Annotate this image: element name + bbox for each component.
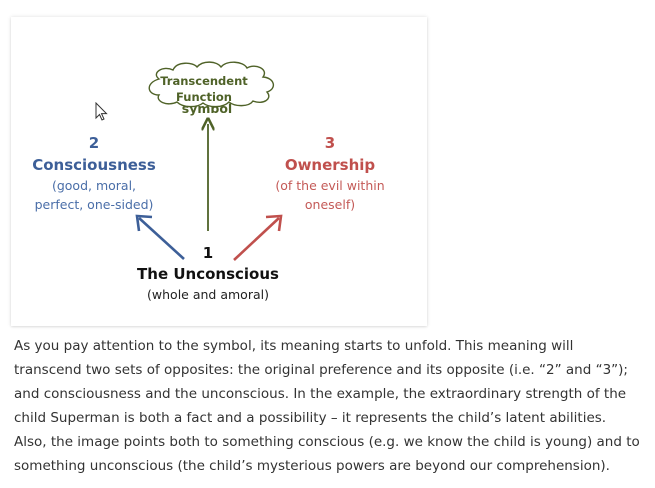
mouse-pointer-icon [95,102,108,121]
paragraph-line: and consciousness and the unconscious. I… [14,386,627,402]
paragraph-line: Also, the image points both to something… [14,434,640,450]
arrow-to-ownership [233,217,280,261]
paragraph-line: child Superman is both a fact and a poss… [14,410,607,426]
node-1-title: The Unconscious [137,265,279,283]
paragraph-line: transcend two sets of opposites: the ori… [14,362,628,378]
node-1-desc: (whole and amoral) [147,287,269,302]
diagram-figure: symbol Transcendent Function 2 Conscious… [11,17,427,326]
paragraph-line: something unconscious (the child’s myste… [14,458,610,474]
arrow-to-consciousness [138,217,185,260]
node-2-desc-line1: (good, moral, [52,178,136,193]
body-paragraph: As you pay attention to the symbol, its … [14,334,646,478]
cloud-label-line2: Function [176,90,232,104]
node-2-title: Consciousness [32,156,156,174]
cloud-shape [148,61,274,108]
node-2-desc-line2: perfect, one-sided) [35,197,154,212]
node-3-title: Ownership [285,156,376,174]
cloud-label-line1: Transcendent [160,74,248,88]
node-1-number: 1 [203,244,213,262]
node-3-desc-line2: oneself) [305,197,355,212]
arrow-to-consciousness-head [135,214,153,232]
transcendent-function-diagram: symbol Transcendent Function 2 Conscious… [32,61,385,302]
node-3-desc-line1: (of the evil within [275,178,384,193]
node-2-number: 2 [89,134,99,152]
node-3-number: 3 [325,134,335,152]
arrow-to-ownership-head [265,214,283,232]
paragraph-line: As you pay attention to the symbol, its … [14,338,574,354]
